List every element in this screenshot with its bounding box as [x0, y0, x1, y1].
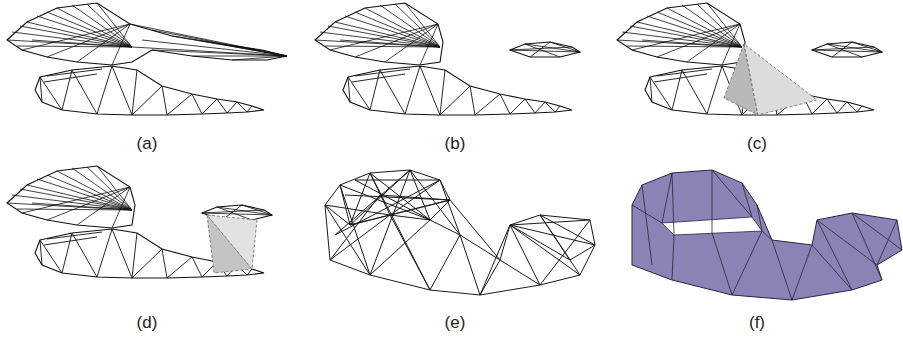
- panel-label: (c): [747, 135, 767, 152]
- panel-label: (f): [749, 314, 765, 331]
- panel-label: (e): [445, 314, 466, 331]
- panel-label: (a): [137, 135, 158, 152]
- panel-label: (d): [137, 314, 158, 331]
- panel-label: (b): [445, 135, 466, 152]
